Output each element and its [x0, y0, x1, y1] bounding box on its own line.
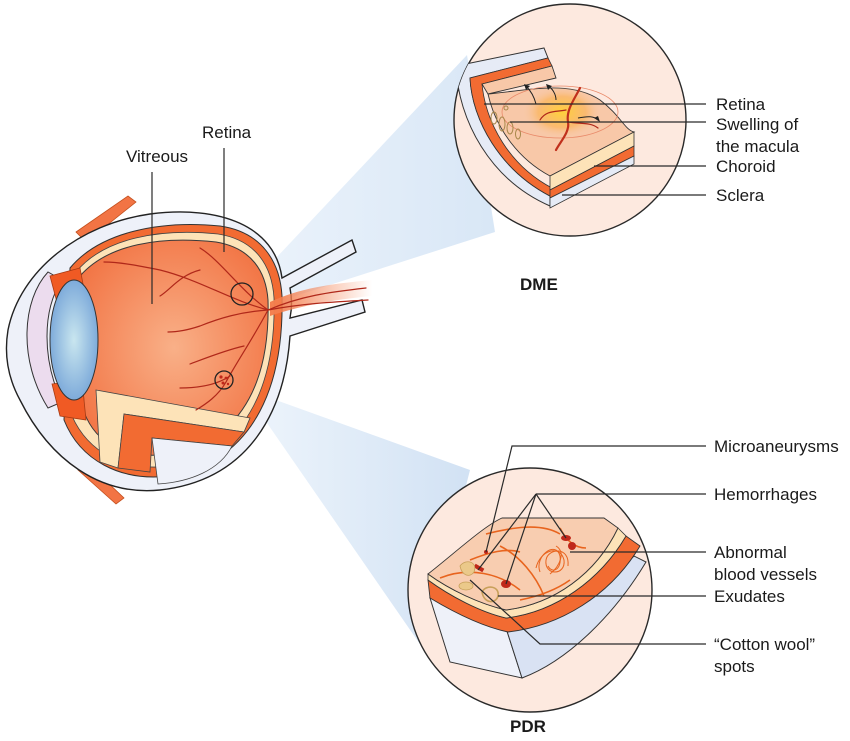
pdr-label-cotton-1: “Cotton wool” — [714, 635, 815, 654]
dme-macula-outline — [501, 85, 619, 139]
label-vitreous: Vitreous — [126, 147, 188, 166]
pdr-neovascularization — [535, 545, 569, 575]
cutaway-sclera — [151, 437, 233, 485]
eye-cross-section — [5, 148, 372, 505]
pdr-leader-hemorrhages-c — [535, 493, 567, 539]
pdr-label-abnormal-1: Abnormal — [714, 543, 787, 562]
retinal-vessels — [103, 247, 369, 411]
dme-label-sclera: Sclera — [716, 186, 765, 205]
dme-label-swelling-2: the macula — [716, 137, 800, 156]
projection-beam-dme — [244, 55, 495, 306]
pdr-leader-cotton-wool — [469, 579, 706, 645]
label-retina-eye: Retina — [202, 123, 252, 142]
optic-nerve — [270, 280, 372, 316]
lesion-marker — [214, 370, 234, 390]
dme-label-retina: Retina — [716, 95, 766, 114]
pdr-label-abnormal-2: blood vessels — [714, 565, 817, 584]
pdr-label-exudates: Exudates — [714, 587, 785, 606]
pdr-label-microaneurysms: Microaneurysms — [714, 437, 839, 456]
pdr-title: PDR — [510, 717, 546, 736]
dme-macular-swelling — [522, 86, 602, 138]
pdr-leader-microaneurysms — [485, 445, 706, 553]
cornea — [26, 271, 63, 409]
pdr-exudates — [458, 561, 476, 591]
macula-marker — [230, 282, 254, 306]
pdr-panel — [407, 445, 706, 713]
lesion-dots — [219, 375, 230, 386]
pdr-label-cotton-2: spots — [714, 657, 755, 676]
pdr-label-hemorrhages: Hemorrhages — [714, 485, 817, 504]
dme-cysts — [490, 105, 521, 140]
dme-label-choroid: Choroid — [716, 157, 776, 176]
lens — [49, 279, 99, 401]
dme-title: DME — [520, 275, 558, 294]
pdr-leader-hemorrhages-b — [505, 493, 537, 585]
dme-label-swelling-1: Swelling of — [716, 115, 798, 134]
dme-panel — [453, 3, 706, 237]
pdr-leader-hemorrhages-a — [477, 493, 537, 571]
